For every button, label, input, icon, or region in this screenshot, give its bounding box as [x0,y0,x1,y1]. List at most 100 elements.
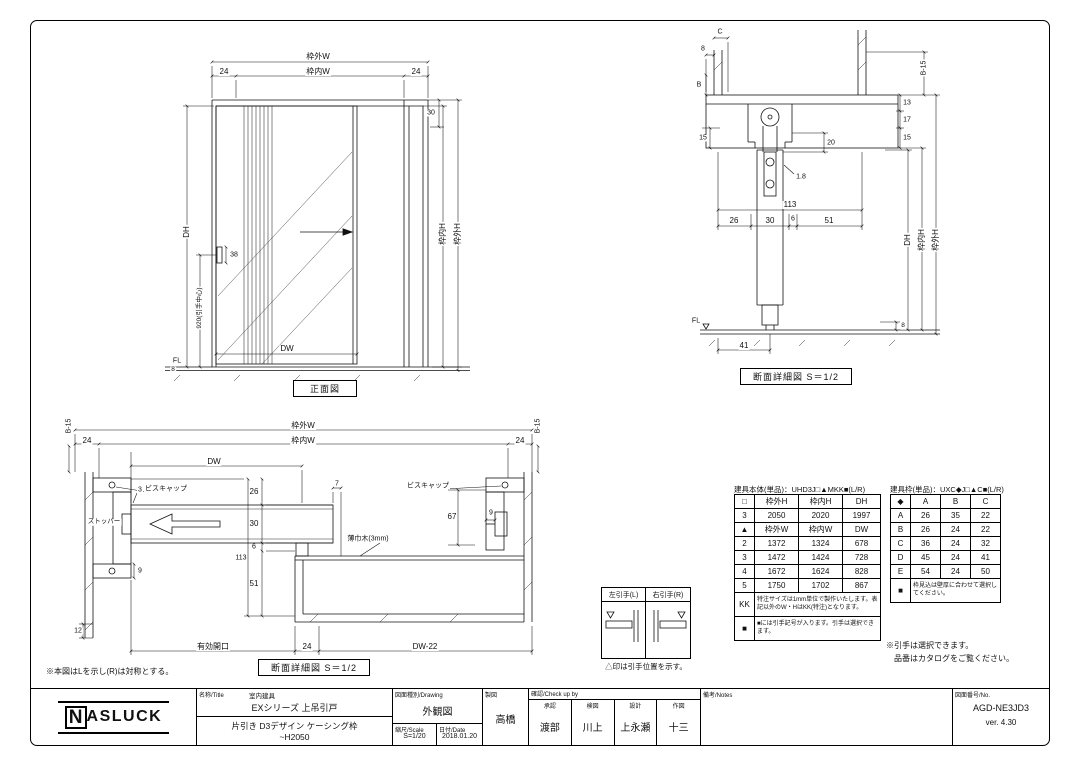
table-row: B 26 24 22 [890,522,1001,537]
dim-6: 6 [790,215,796,223]
check-header: 確認/Check up by [529,689,700,700]
cell: 26 [910,522,941,537]
name-row-1: 名称/Title 室内建具 EXシリーズ 上吊引戸 [197,689,392,717]
section-plan-structure [84,472,533,638]
floor-guide [761,304,779,326]
date-header: 日付/Date [439,728,466,734]
titleblock-number-cell: 図面番号/No. AGD-NE3JD3 ver. 4.30 [953,689,1049,745]
section-hatch [708,36,896,347]
fl-label-section: FL [690,317,702,325]
logo-letter-n: N [64,705,87,729]
cell: B [890,522,911,537]
dim-dw-plan: DW [206,457,222,466]
scale-date-row: 縮尺/Scale S=1/20 日付/Date 2018.01.20 [393,724,482,745]
approver-cell-2: 検図 川上 [572,700,615,745]
cell: 24 [940,522,971,537]
section-vertical-caption: 断面詳細図 S＝1/2 [740,368,852,385]
cell: 728 [842,550,881,565]
dim-26-plan: 26 [248,487,260,496]
drawing-type-row: 図面種別/Drawing 外観図 [393,689,482,724]
cell: 4 [734,564,755,579]
dim-floor-gap-8: 8 [170,365,176,374]
table-row: KK 特注サイズは1mm単位で製作いたします。表記以外のW・HはKK(特注)とな… [734,592,881,617]
dim-12: 12 [73,627,83,635]
dim-effective-opening: 有効開口 [196,642,230,651]
name-header: 名称/Title [199,693,224,699]
drawing-header: 図面種別/Drawing [395,693,443,699]
cell: 35 [940,508,971,523]
cell: 1372 [754,536,799,551]
dim-outer-h-section: 枠外H [931,228,940,252]
approver-name: 川上 [582,723,603,734]
cell: 36 [910,536,941,551]
approver-name: 渡部 [539,723,560,734]
dim-handle-38: 38 [229,251,239,259]
cell: □ [734,494,755,509]
dim-7: 7 [334,480,340,488]
cell: D [890,550,911,565]
cell: 828 [842,564,881,579]
cell: 1424 [798,550,843,565]
dim-1-8: 1.8 [795,173,807,181]
baseboard-label: 薄巾木(3mm) [346,535,390,543]
table-row: □ 枠外H 枠内H DH [734,494,881,509]
cell: 24 [940,564,971,579]
right-handle-header: 右引手(R) [652,591,684,599]
dim-24-bottom: 24 [301,642,313,651]
catalog-note: 品番はカタログをご覧ください。 [894,654,1014,663]
cell: E [890,564,911,579]
approver-role: 承認 [543,704,556,710]
cell: 1624 [798,564,843,579]
hanger-roller [760,107,780,127]
cell-note: ■には引手記号が入ります。引手は選択できます。 [754,616,881,641]
drawing-number: AGD-NE3JD3 [972,703,1029,713]
screw-cap-right [501,481,509,489]
cell: 1672 [754,564,799,579]
cell: 26 [910,508,941,523]
dim-24-plan-right: 24 [514,436,526,445]
table-row: C 36 24 32 [890,536,1001,551]
dim-6-plan: 6 [251,543,257,551]
dim-frame-inner-width: 枠内W [305,67,331,76]
titleblock-notes-cell: 備考/Notes [701,689,953,745]
cell: 22 [970,508,1001,523]
door-design-stripes [243,106,273,364]
dim-handle-center: 920(引手中心) [195,286,204,330]
screw-cap-left [108,481,116,489]
drawing-version: ver. 4.30 [985,718,1017,727]
guide-block [295,542,309,557]
cell: 50 [970,564,1001,579]
table-row: 3 1472 1424 728 [734,550,881,565]
table-row: D 45 24 41 [890,550,1001,565]
slide-direction-arrow [342,228,354,236]
approver-name: 十三 [668,723,689,734]
door-panel-plan [130,504,334,544]
date-value: 2018.01.20 [441,733,478,740]
approver-cell-3: 設計 上永瀬 [615,700,658,745]
dim-frame-inner-height: 枠内H [438,222,447,246]
approver-role: 設計 [629,704,642,710]
cell: A [890,508,911,523]
section-vertical-dimensions [702,36,940,354]
door-panel-size-table: □ 枠外H 枠内H DH 3 2050 2020 1997 ▲ 枠外W 枠内W … [734,494,881,641]
section-vertical-structure [700,30,940,347]
cell-note: 特注サイズは1mm単位で製作いたします。表記以外のW・HはKK(特注)となります… [754,592,881,617]
cell-note: 枠見込は壁厚に合わせて選択してください。 [910,578,1001,603]
frame-table-title: 建具枠(単品)：UXC◆J□▲C■(L/R) [890,485,1004,494]
cell: 3 [734,550,755,565]
titleblock-drawing-cell: 図面種別/Drawing 外観図 縮尺/Scale S=1/20 日付/Date… [393,689,483,745]
left-handle-pane [602,602,646,658]
dim-30: 30 [426,109,436,117]
cell: KK [734,592,755,617]
dim-8-bottom: 8 [900,321,906,330]
dim-24-right: 24 [410,67,422,76]
logo-wordmark: ASLUCK [86,708,163,725]
drawing-type: 外観図 [422,707,453,718]
dim-20: 20 [826,139,836,147]
catch-hardware [494,511,508,537]
cell: ■ [890,578,911,603]
door-handle [216,246,223,264]
name-line2: EXシリーズ 上吊引戸 [251,703,338,713]
